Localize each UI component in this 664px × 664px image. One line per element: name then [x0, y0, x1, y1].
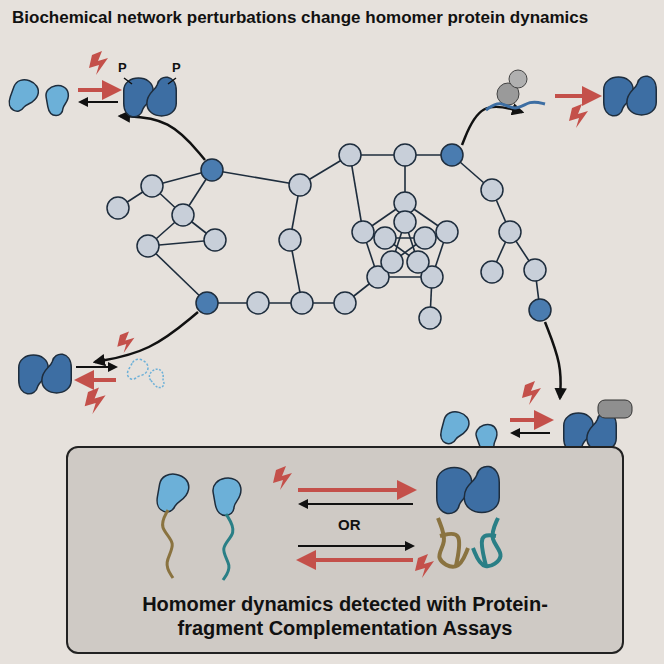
protein-monomer	[42, 354, 71, 393]
network-node	[172, 204, 194, 226]
network-node	[414, 227, 436, 249]
effect-arrow	[462, 107, 522, 145]
reporter-ribbon	[440, 534, 459, 566]
panel-caption: Homomer dynamics detected with Protein-f…	[110, 592, 580, 640]
partner-protein	[598, 400, 632, 418]
network-node	[374, 227, 396, 249]
network-node	[339, 144, 361, 166]
network-node	[419, 307, 441, 329]
network-node	[499, 221, 521, 243]
network-node	[247, 292, 269, 314]
network-node	[289, 174, 311, 196]
fragment-tail	[223, 514, 233, 580]
reaction-arrow	[80, 101, 118, 103]
network-node	[407, 251, 429, 273]
reaction-arrow	[78, 378, 116, 382]
network-node	[204, 229, 226, 251]
nascent-chain	[486, 102, 545, 110]
reporter-ribbon	[438, 518, 468, 567]
network-node	[481, 179, 503, 201]
reaction-arrow	[298, 545, 413, 547]
protein-monomer	[147, 77, 176, 116]
network-node	[201, 159, 223, 181]
network-node	[352, 221, 374, 243]
network-node	[524, 259, 546, 281]
network-node	[334, 292, 356, 314]
network-node	[529, 299, 551, 321]
network-node	[394, 211, 416, 233]
effect-arrow	[95, 312, 198, 362]
reaction-arrow	[512, 432, 550, 434]
perturbation-bolt	[89, 51, 108, 75]
reaction-arrow	[555, 94, 598, 98]
phospho-bond	[124, 78, 176, 84]
reaction-arrow	[298, 488, 413, 492]
reporter-ribbon	[482, 535, 496, 566]
reaction-arrow	[78, 88, 118, 92]
perturbation-bolt	[522, 381, 541, 405]
network	[107, 144, 551, 329]
network-node	[441, 144, 463, 166]
reaction-arrow	[300, 558, 413, 562]
phospho-label: P	[118, 60, 127, 75]
title: Biochemical network perturbations change…	[12, 8, 588, 28]
protein-monomer	[44, 84, 71, 117]
phospho-label: P	[172, 60, 181, 75]
or-label: OR	[338, 516, 361, 533]
protein-monomer	[6, 76, 41, 116]
perturbation-bolt	[415, 554, 434, 578]
effect-arrow	[120, 116, 205, 160]
perturbation-bolt	[569, 104, 588, 128]
reaction-arrow	[300, 503, 413, 505]
perturbation-bolt	[117, 331, 134, 353]
fragment-tail	[163, 510, 173, 578]
network-node	[436, 221, 458, 243]
network-node	[481, 261, 503, 283]
network-link	[212, 170, 300, 185]
protein-monomer	[438, 409, 471, 448]
network-node	[196, 292, 218, 314]
reporter-ribbon	[473, 518, 501, 566]
protein-monomer	[211, 476, 245, 517]
network-node	[279, 229, 301, 251]
network-node	[137, 235, 159, 257]
protein-monomer	[147, 367, 170, 390]
perturbation-bolt	[85, 388, 106, 414]
ribosome	[509, 70, 527, 88]
assay-panel: Homomer dynamics detected with Protein-f…	[66, 446, 624, 654]
protein-monomer	[464, 466, 499, 512]
network-node	[107, 197, 129, 219]
network-node	[394, 144, 416, 166]
network-node	[291, 292, 313, 314]
network-node	[381, 251, 403, 273]
reaction-arrow	[76, 366, 116, 368]
perturbation-bolt	[273, 466, 292, 490]
network-node	[141, 175, 163, 197]
protein-monomer	[125, 356, 151, 384]
protein-monomer	[155, 472, 191, 515]
network-link	[148, 246, 207, 303]
protein-monomer	[627, 76, 656, 115]
effect-arrow	[545, 322, 561, 398]
reaction-arrow	[510, 418, 550, 422]
